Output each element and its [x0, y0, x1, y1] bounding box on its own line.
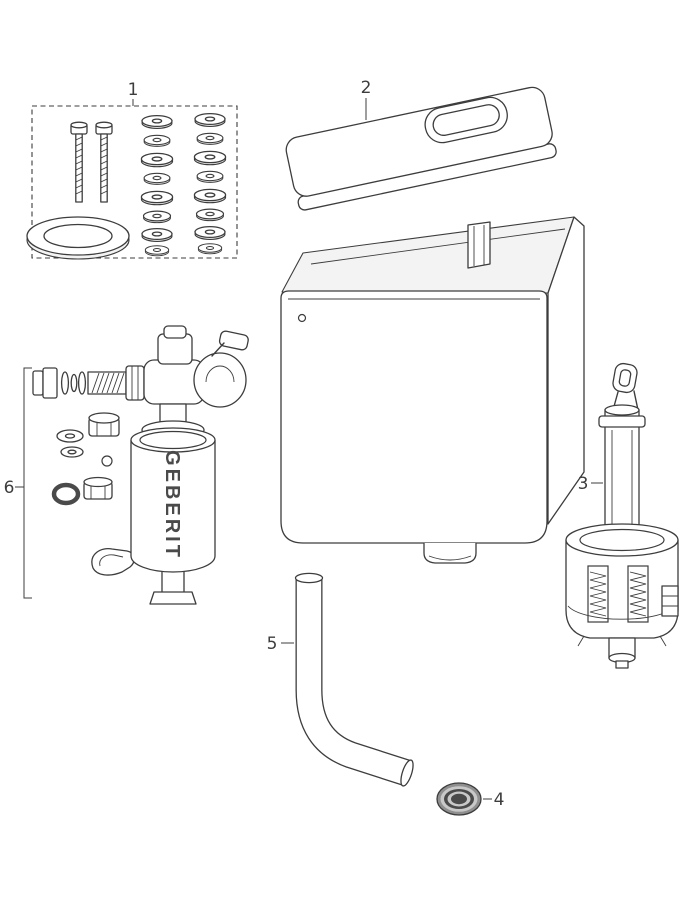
float-foot: [149, 591, 197, 605]
part-2-cistern-lid: 2: [285, 78, 557, 211]
tank-back-channel: [467, 221, 491, 269]
pipe-body: [296, 578, 411, 785]
tank-fixing-hole: [297, 313, 307, 323]
inlet-assembly: [32, 325, 249, 440]
part-1-dashed-box: [31, 105, 238, 259]
tank-inner-rim-line: [310, 228, 566, 265]
tank-front-face: [280, 290, 548, 544]
part-3-flush-valve: 3: [565, 362, 679, 669]
part-5-label: 5: [267, 634, 278, 654]
retaining-clip: [91, 548, 135, 576]
tank-opening: [281, 216, 575, 294]
part-4-label: 4: [494, 790, 505, 810]
base-side-latch: [661, 585, 679, 617]
part-3-label: 3: [578, 474, 589, 494]
flush-valve-base: [565, 523, 679, 669]
pipe-top-opening: [294, 572, 324, 584]
flush-valve-tube: [598, 404, 646, 533]
part-1-fastening-set: 1: [26, 80, 238, 260]
part-6-bracket: [23, 367, 32, 599]
part-2-label: 2: [361, 78, 372, 98]
part-5-flush-pipe: 5: [267, 572, 414, 787]
bolts: [70, 121, 113, 203]
washer-column-right: [193, 112, 227, 255]
o-ring: [51, 482, 81, 506]
seals-and-nuts: [51, 412, 135, 576]
float-cup: GEBERIT: [130, 427, 216, 605]
tank-right-wall: [547, 216, 585, 525]
gasket-ring: [26, 216, 130, 260]
part-6-fill-valve: 6: [4, 325, 249, 605]
brand-text: GEBERIT: [161, 450, 183, 560]
flush-button: [432, 104, 500, 136]
outlet-collar-line: [428, 555, 472, 561]
flush-valve-clip: [612, 362, 639, 411]
small-ring: [101, 455, 113, 467]
cistern-tank: [280, 216, 585, 564]
part-6-label: 6: [4, 478, 15, 498]
pipe-end-opening: [400, 759, 414, 787]
tank-outlet-collar: [423, 543, 477, 564]
part-4-sealing-grommet: 4: [436, 782, 505, 816]
washer-column-left: [140, 114, 174, 257]
part-1-label: 1: [128, 80, 139, 100]
lid-body: [285, 86, 557, 211]
